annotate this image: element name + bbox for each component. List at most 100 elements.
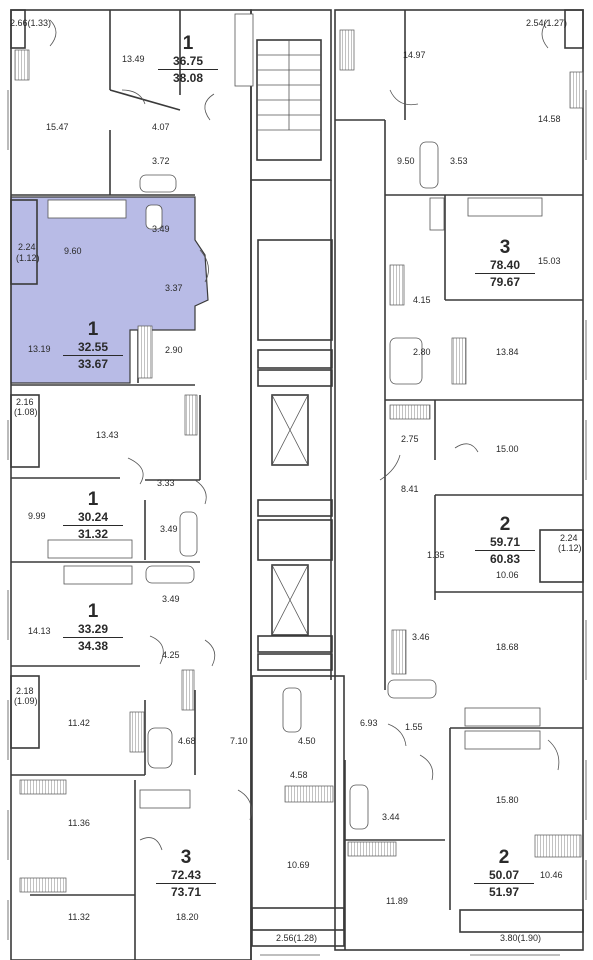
total-area: 51.97	[474, 883, 534, 898]
room-area-label: 3.49	[152, 224, 170, 234]
total-area: 33.67	[63, 355, 123, 370]
room-area-label: 4.25	[162, 650, 180, 660]
room-area-label: 4.15	[413, 295, 431, 305]
room-area-label: 13.49	[122, 54, 145, 64]
room-count: 1	[87, 601, 99, 622]
room-area-label: 3.80(1.90)	[500, 933, 542, 943]
room-area-label: 1.55	[405, 722, 423, 732]
room-area-label: 8.41	[401, 484, 419, 494]
living-area: 32.55	[77, 340, 109, 354]
room-area-label: 14.58	[538, 114, 561, 124]
room-area-label: 4.68	[178, 736, 196, 746]
living-area: 30.24	[77, 510, 109, 524]
room-area-label: 3.44	[382, 812, 400, 822]
room-area-label: 6.93	[360, 718, 378, 728]
room-count: 1	[87, 319, 99, 340]
room-area-label: 3.33	[157, 478, 175, 488]
room-area-label: 3.49	[160, 524, 178, 534]
room-area-label: 15.47	[46, 122, 69, 132]
total-area: 31.32	[63, 525, 123, 540]
room-count: 1	[87, 489, 99, 510]
windows	[7, 90, 587, 956]
room-area-label: 15.80	[496, 795, 519, 805]
right-wing-walls	[334, 9, 584, 951]
core-walls	[250, 9, 345, 960]
bathtubs	[139, 141, 439, 830]
room-area-label: 15.03	[538, 256, 561, 266]
highlighted-apartment[interactable]	[10, 196, 209, 384]
room-area-label: 13.43	[96, 430, 119, 440]
total-area: 38.08	[158, 69, 218, 84]
room-area-label: 18.20	[176, 912, 199, 922]
room-area-label: (1.12)	[558, 543, 582, 553]
room-count: 3	[180, 847, 192, 868]
room-area-label: (1.08)	[14, 407, 38, 417]
room-area-label: 1.35	[427, 550, 445, 560]
room-area-label: 14.97	[403, 50, 426, 60]
room-area-label: (1.12)	[16, 253, 40, 263]
room-area-label: 10.46	[540, 870, 563, 880]
room-area-label: 2.18	[16, 686, 34, 696]
room-area-label: 2.24	[18, 242, 36, 252]
room-area-label: 7.10	[230, 736, 248, 746]
room-area-label: 14.13	[28, 626, 51, 636]
room-area-label: 11.36	[68, 818, 90, 828]
room-area-label: 13.84	[496, 347, 519, 357]
living-area: 50.07	[488, 868, 520, 882]
living-area: 59.71	[489, 535, 521, 549]
room-area-label: 18.68	[496, 642, 519, 652]
room-area-label: 2.24	[560, 533, 578, 543]
room-area-label: 10.06	[496, 570, 519, 580]
room-area-label: 11.42	[68, 718, 90, 728]
wardrobes	[14, 29, 584, 893]
living-area: 72.43	[170, 868, 202, 882]
living-area: 33.29	[77, 622, 109, 636]
room-area-label: 2.16	[16, 397, 34, 407]
room-area-label: 11.89	[386, 896, 408, 906]
room-area-label: 2.56(1.28)	[276, 933, 318, 943]
room-area-label: 2.66(1.33)	[10, 18, 52, 28]
room-area-label: 15.00	[496, 444, 519, 454]
room-count: 2	[499, 514, 511, 535]
door-swings	[49, 19, 560, 851]
living-area: 78.40	[489, 258, 521, 272]
room-area-label: 3.72	[152, 156, 170, 166]
room-area-label: 10.69	[287, 860, 310, 870]
room-area-label: 9.50	[397, 156, 415, 166]
room-area-label: 9.99	[28, 511, 46, 521]
room-area-label: 3.49	[162, 594, 180, 604]
room-count: 2	[498, 847, 510, 868]
room-area-label: 3.46	[412, 632, 430, 642]
room-count: 1	[182, 33, 194, 54]
living-area: 36.75	[172, 54, 204, 68]
room-area-label: 2.80	[413, 347, 431, 357]
room-area-label: 4.07	[152, 122, 170, 132]
room-area-label: 2.75	[401, 434, 419, 444]
room-area-label: 3.53	[450, 156, 468, 166]
total-area: 60.83	[475, 550, 535, 565]
kitchen-counters	[47, 13, 543, 809]
total-area: 73.71	[156, 883, 216, 898]
left-wing-walls	[10, 9, 252, 960]
room-area-label: 2.54(1.27)	[526, 18, 568, 28]
room-area-label: 13.19	[28, 344, 51, 354]
room-area-label: 9.60	[64, 246, 82, 256]
room-count: 3	[499, 237, 511, 258]
total-area: 79.67	[475, 273, 535, 288]
room-area-label: 3.37	[165, 283, 183, 293]
room-area-label: 4.58	[290, 770, 308, 780]
room-area-label: 11.32	[68, 912, 90, 922]
room-area-label: (1.09)	[14, 696, 38, 706]
room-area-label: 2.90	[165, 345, 183, 355]
total-area: 34.38	[63, 637, 123, 652]
room-area-label: 4.50	[298, 736, 316, 746]
